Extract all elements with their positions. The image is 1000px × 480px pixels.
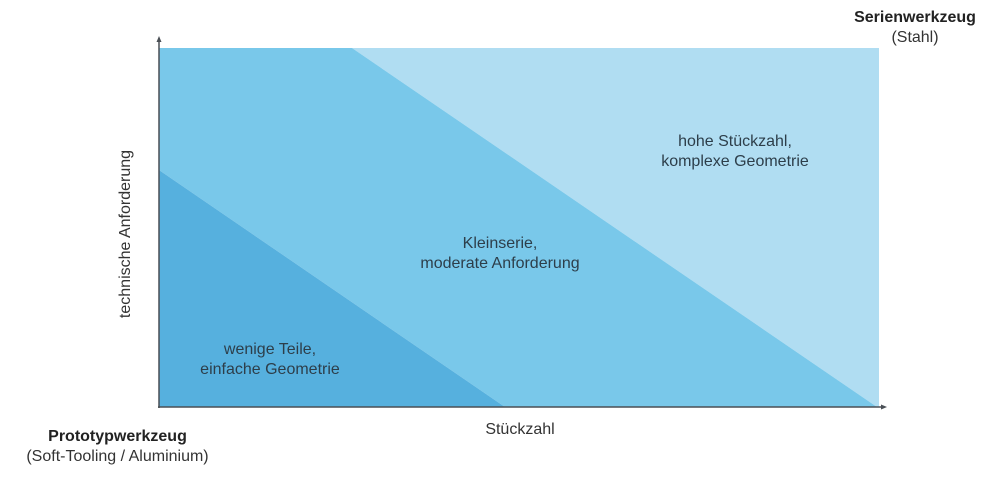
y-axis-label: technische Anforderung bbox=[117, 149, 134, 319]
y-axis-arrow-icon bbox=[156, 36, 162, 42]
corner-label-bottom-left: Prototypwerkzeug (Soft-Tooling / Alumini… bbox=[0, 427, 235, 467]
zone-high-label: hohe Stückzahl, komplexe Geometrie bbox=[630, 132, 840, 172]
zone-low-line1: wenige Teile, bbox=[223, 341, 317, 358]
corner-label-top-right: Serienwerkzeug (Stahl) bbox=[830, 8, 1000, 48]
zone-high-area bbox=[352, 48, 879, 407]
zone-low-area bbox=[159, 170, 505, 407]
serial-tool-title: Serienwerkzeug bbox=[854, 9, 976, 26]
zone-mid-line1: Kleinserie, bbox=[462, 235, 538, 252]
x-axis-label: Stückzahl bbox=[485, 421, 555, 438]
zone-high-line2: komplexe Geometrie bbox=[661, 153, 809, 170]
zone-high-line1: hohe Stückzahl, bbox=[678, 133, 792, 150]
prototype-tool-title: Prototypwerkzeug bbox=[48, 428, 187, 445]
zone-mid-area bbox=[159, 48, 877, 407]
zone-mid-line2: moderate Anforderung bbox=[420, 255, 580, 272]
prototype-tool-subtitle: (Soft-Tooling / Aluminium) bbox=[26, 448, 209, 465]
x-axis-arrow-icon bbox=[881, 404, 887, 410]
zone-low-label: wenige Teile, einfache Geometrie bbox=[170, 340, 370, 380]
zone-low-line2: einfache Geometrie bbox=[200, 361, 340, 378]
serial-tool-subtitle: (Stahl) bbox=[891, 29, 939, 46]
zone-mid-label: Kleinserie, moderate Anforderung bbox=[390, 234, 610, 274]
